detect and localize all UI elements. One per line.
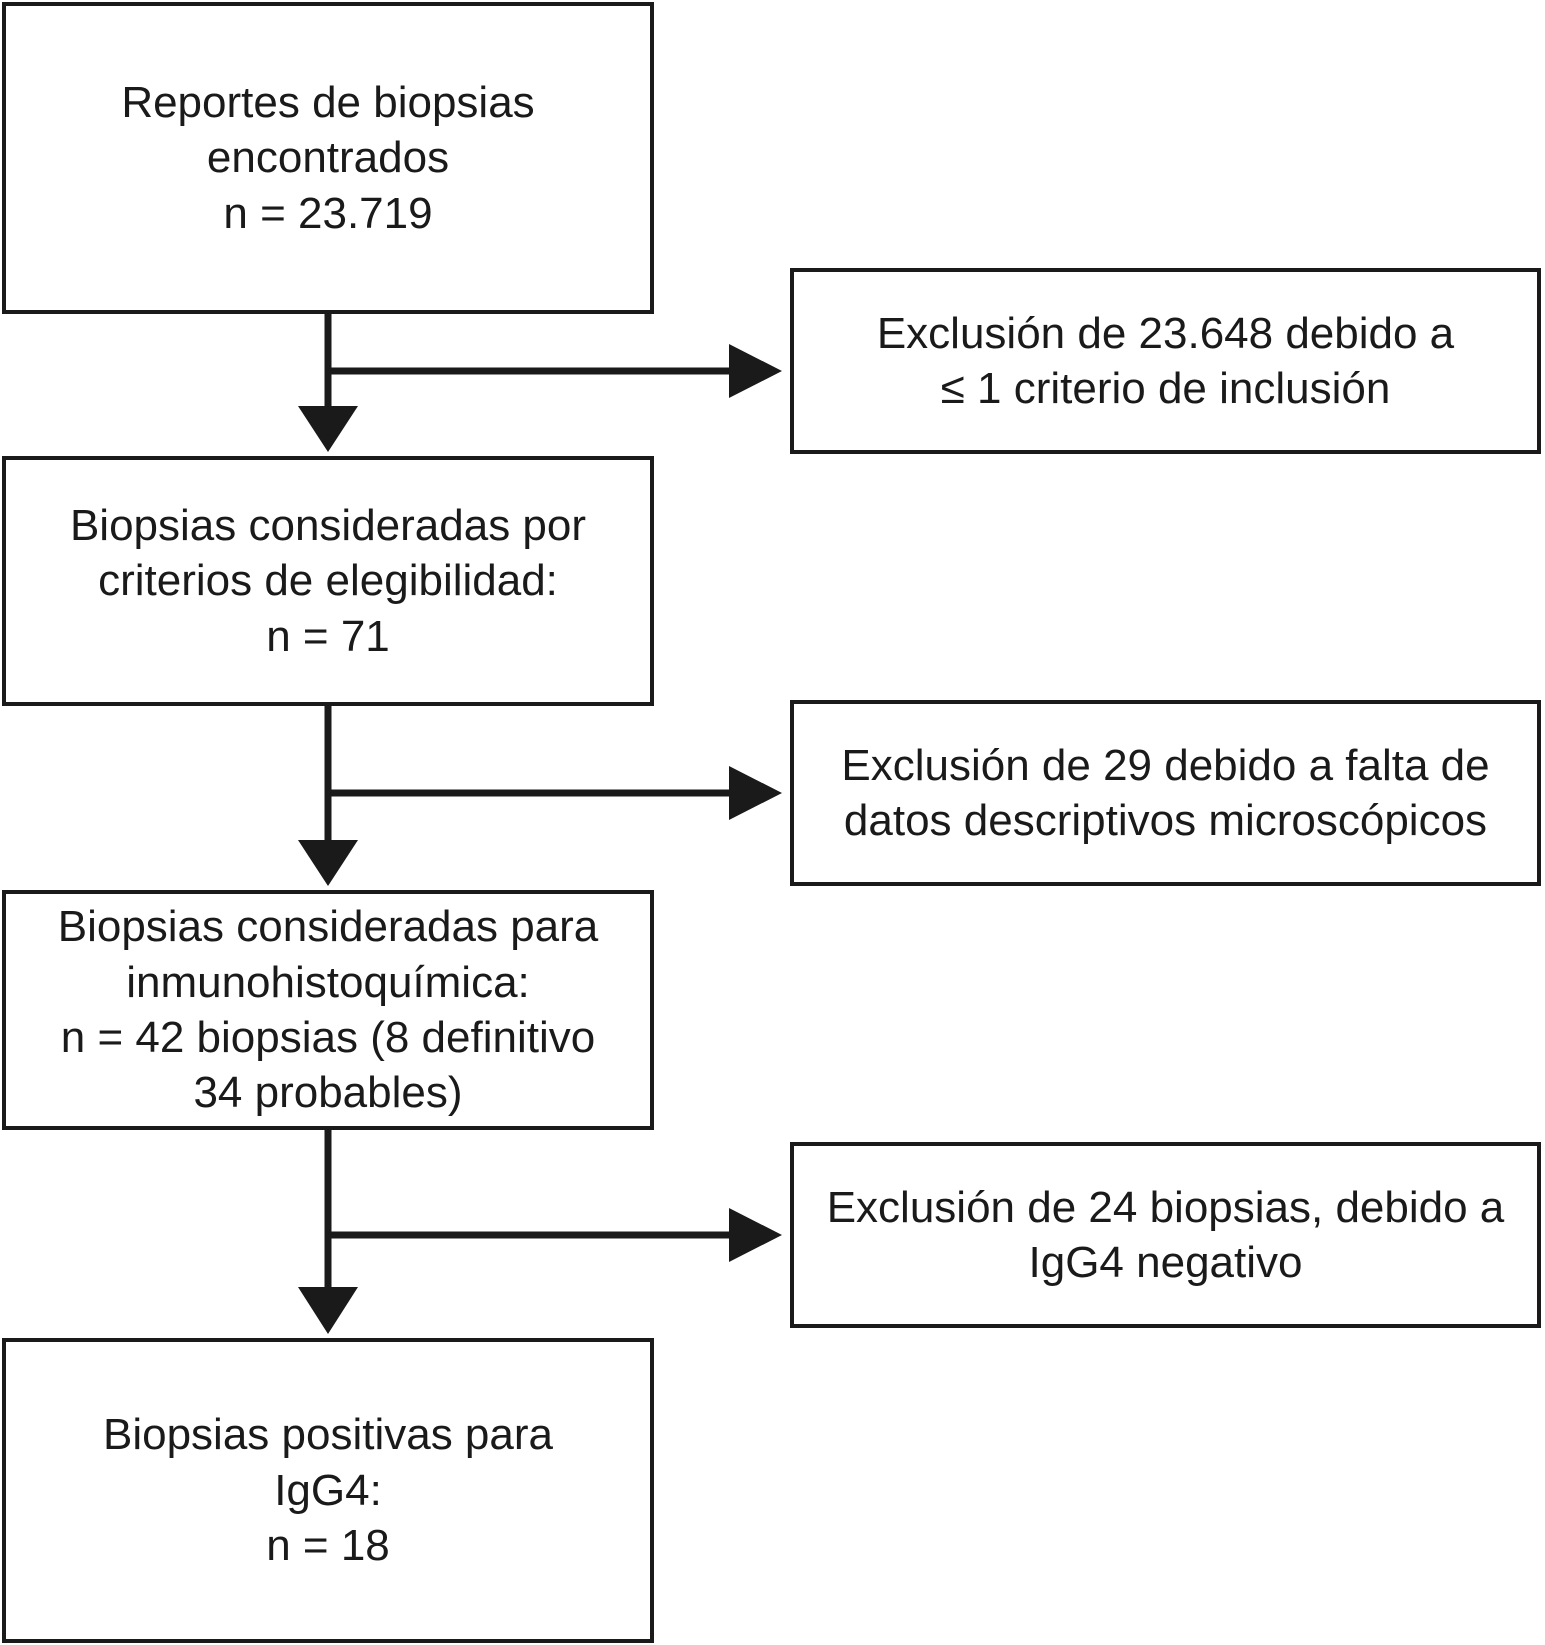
node-text-line: Biopsias consideradas por xyxy=(69,500,587,550)
node-exclusion-datos-microscopicos: Exclusión de 29 debido a falta de datos … xyxy=(790,700,1541,886)
node-text-line: n = 71 xyxy=(266,611,390,661)
node-text-line: IgG4: xyxy=(274,1465,382,1515)
node-text-line: inmunohistoquímica: xyxy=(126,957,530,1007)
node-text-line: Exclusión de 23.648 debido a xyxy=(876,308,1455,358)
node-text-line: 34 probables) xyxy=(193,1068,463,1118)
edge-eligible-excl2 xyxy=(328,766,782,820)
node-text-block: Biopsias positivas para IgG4: n = 18 xyxy=(20,1407,636,1573)
edge-found-eligible xyxy=(298,314,358,452)
node-text-line: criterios de elegibilidad: xyxy=(98,556,558,606)
node-text-block: Biopsias consideradas por criterios de e… xyxy=(20,498,636,664)
edge-ihc-positive xyxy=(298,1130,358,1334)
node-text-line: n = 42 biopsias (8 definitivo xyxy=(60,1013,596,1062)
node-text-block: Exclusión de 23.648 debido a ≤ 1 criteri… xyxy=(808,306,1523,417)
edge-ihc-excl3 xyxy=(328,1208,782,1262)
node-exclusion-igg4-negativo: Exclusión de 24 biopsias, debido a IgG4 … xyxy=(790,1142,1541,1328)
node-text-block: Exclusión de 24 biopsias, debido a IgG4 … xyxy=(808,1180,1523,1291)
node-biopsias-elegibilidad: Biopsias consideradas por criterios de e… xyxy=(2,456,654,706)
node-text-line: datos descriptivos microscópicos xyxy=(843,796,1488,845)
node-biopsias-inmunohistoquimica: Biopsias consideradas para inmunohistoqu… xyxy=(2,890,654,1130)
node-text-line: Biopsias positivas para xyxy=(102,1410,553,1460)
node-biopsias-positivas-igg4: Biopsias positivas para IgG4: n = 18 xyxy=(2,1338,654,1643)
node-text-line: Exclusión de 29 debido a falta de xyxy=(841,740,1490,790)
node-exclusion-criterios-inclusion: Exclusión de 23.648 debido a ≤ 1 criteri… xyxy=(790,268,1541,454)
node-text-line: Exclusión de 24 biopsias, debido a xyxy=(826,1182,1505,1232)
node-text-line: IgG4 negativo xyxy=(1028,1238,1303,1287)
node-text-line: encontrados xyxy=(206,133,450,183)
edge-eligible-ihc xyxy=(298,706,358,886)
node-text-block: Exclusión de 29 debido a falta de datos … xyxy=(808,738,1523,849)
node-text-line: Reportes de biopsias xyxy=(121,77,535,127)
node-reportes-encontrados: Reportes de biopsias encontrados n = 23.… xyxy=(2,2,654,314)
node-text-block: Biopsias consideradas para inmunohistoqu… xyxy=(20,899,636,1121)
node-text-line: Biopsias consideradas para xyxy=(57,902,599,952)
node-text-block: Reportes de biopsias encontrados n = 23.… xyxy=(20,75,636,241)
node-text-line: n = 23.719 xyxy=(223,188,433,238)
node-text-line: n = 18 xyxy=(266,1521,390,1571)
node-text-line: ≤ 1 criterio de inclusión xyxy=(940,364,1391,413)
edge-found-excl1 xyxy=(328,344,782,398)
